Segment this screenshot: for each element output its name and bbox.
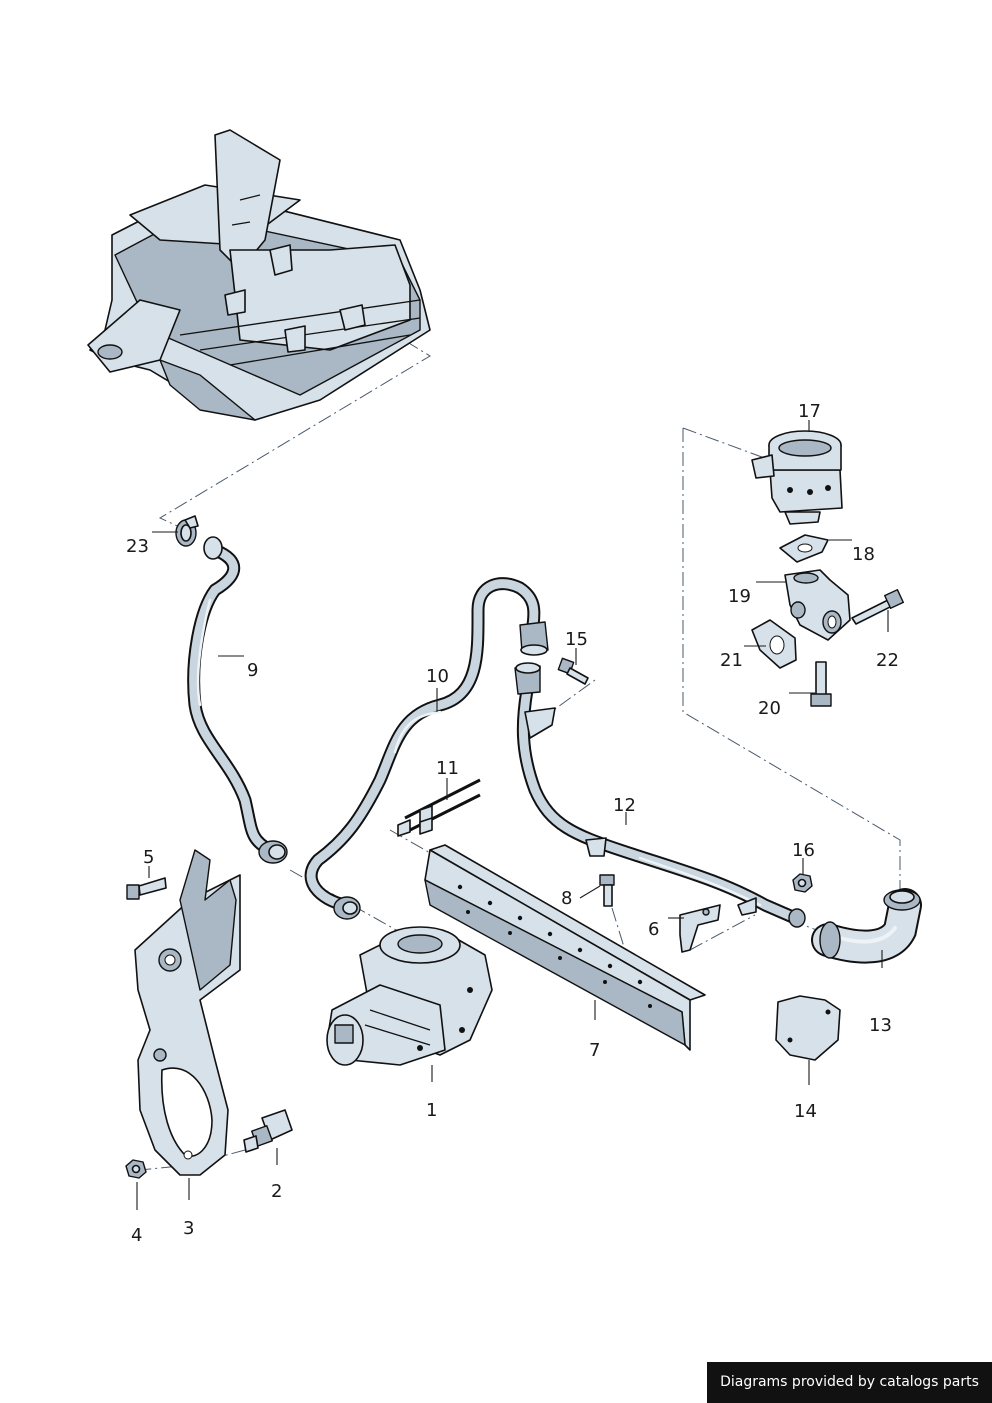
callout-13: 13 [869,1015,892,1036]
callout-7: 7 [589,1040,600,1061]
callout-16: 16 [792,840,815,861]
gasket-part-14 [775,995,841,1061]
callout-labels: 23 9 10 11 12 15 16 17 18 19 21 22 20 5 … [126,401,899,1246]
bracket-part-6 [679,904,721,953]
callout-12: 12 [613,795,636,816]
heat-shield-part-7 [424,844,706,1051]
bracket-part-3 [134,849,241,1176]
bolt-part-22 [851,588,905,625]
callout-1: 1 [426,1100,437,1121]
callout-5: 5 [143,847,154,868]
gasket-part-21 [751,619,797,669]
callout-8: 8 [561,888,572,909]
air-filter-housing [87,129,431,421]
callout-18: 18 [852,544,875,565]
screw-part-5 [126,877,167,900]
stud-part-8 [599,874,615,907]
flange-part-19 [784,569,851,641]
hose-part-9 [187,536,288,864]
callout-23: 23 [126,536,149,557]
bolt-part-15 [557,657,589,685]
bolt-part-20 [810,661,832,707]
callout-10: 10 [426,666,449,687]
elbow-pipe-part-13 [811,888,922,964]
credit-banner: Diagrams provided by catalogs parts [707,1362,992,1403]
callout-4: 4 [131,1225,142,1246]
sensor-part-2 [243,1109,293,1153]
callout-11: 11 [436,758,459,779]
hose-clamp-part-23 [175,515,199,547]
pipe-part-12 [514,662,806,928]
callout-9: 9 [247,660,258,681]
valve-part-17 [751,430,843,525]
callout-20: 20 [758,698,781,719]
callout-21: 21 [720,650,743,671]
callout-14: 14 [794,1101,817,1122]
callout-22: 22 [876,650,899,671]
callout-17: 17 [798,401,821,422]
air-pump-part-1 [326,926,493,1066]
cable-ties-part-11 [397,778,481,837]
callout-2: 2 [271,1181,282,1202]
gasket-part-18 [779,534,829,563]
callout-15: 15 [565,629,588,650]
nut-part-4 [125,1159,147,1179]
nut-part-16 [792,873,813,893]
hose-part-10 [304,577,549,920]
callout-19: 19 [728,586,751,607]
leader-lines [136,420,889,1210]
callout-3: 3 [183,1218,194,1239]
callout-6: 6 [648,919,659,940]
